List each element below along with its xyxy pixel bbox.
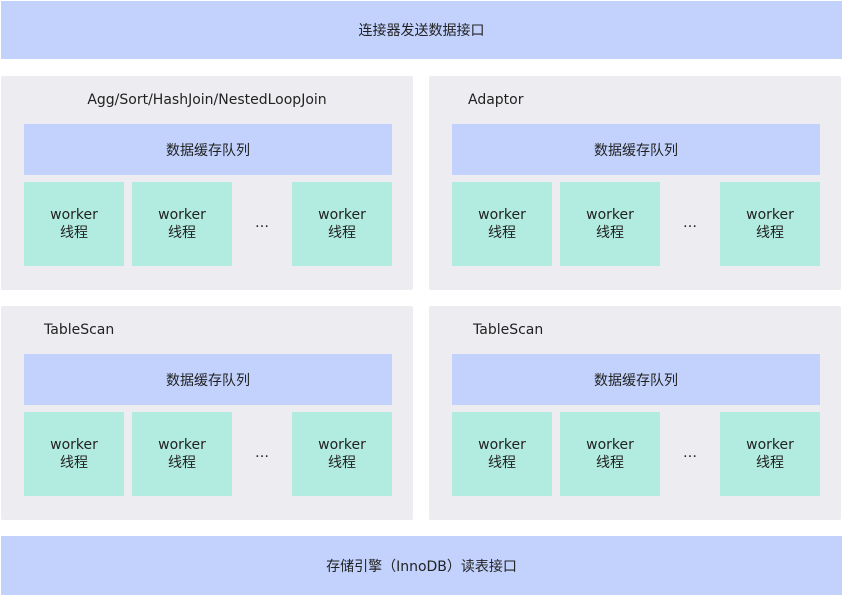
connector-send-interface-bar: 连接器发送数据接口 <box>1 1 842 59</box>
worker-label: worker <box>318 437 366 453</box>
thread-label: 线程 <box>596 225 624 241</box>
adaptor-panel: Adaptor 数据缓存队列 worker 线程 worker 线程 … wor… <box>429 76 841 290</box>
queue-label: 数据缓存队列 <box>594 372 678 389</box>
worker-label: worker <box>158 437 206 453</box>
queue-label: 数据缓存队列 <box>166 372 250 389</box>
worker-thread: worker 线程 <box>292 182 392 266</box>
queue-label: 数据缓存队列 <box>166 142 250 159</box>
worker-label: worker <box>50 207 98 223</box>
worker-thread: worker 线程 <box>560 182 660 266</box>
worker-thread: worker 线程 <box>720 412 820 496</box>
queue-label: 数据缓存队列 <box>594 142 678 159</box>
data-cache-queue: 数据缓存队列 <box>24 124 392 175</box>
worker-thread: worker 线程 <box>452 412 552 496</box>
thread-label: 线程 <box>488 225 516 241</box>
worker-label: worker <box>50 437 98 453</box>
panel-title: TableScan <box>44 322 115 338</box>
data-cache-queue: 数据缓存队列 <box>452 124 820 175</box>
worker-label: worker <box>478 207 526 223</box>
worker-label: worker <box>586 207 634 223</box>
thread-label: 线程 <box>168 225 196 241</box>
worker-thread: worker 线程 <box>24 412 124 496</box>
data-cache-queue: 数据缓存队列 <box>452 354 820 405</box>
worker-label: worker <box>478 437 526 453</box>
ellipsis: … <box>255 215 269 231</box>
thread-label: 线程 <box>60 455 88 471</box>
ellipsis: … <box>683 215 697 231</box>
storage-engine-read-interface-bar: 存储引擎（InnoDB）读表接口 <box>1 536 842 595</box>
worker-thread: worker 线程 <box>292 412 392 496</box>
ellipsis: … <box>683 445 697 461</box>
storage-engine-read-interface-label: 存储引擎（InnoDB）读表接口 <box>326 558 517 575</box>
operator-panel: Agg/Sort/HashJoin/NestedLoopJoin 数据缓存队列 … <box>1 76 413 290</box>
ellipsis: … <box>255 445 269 461</box>
worker-label: worker <box>746 207 794 223</box>
thread-label: 线程 <box>756 225 784 241</box>
connector-send-interface-label: 连接器发送数据接口 <box>358 23 485 39</box>
thread-label: 线程 <box>60 225 88 241</box>
worker-label: worker <box>586 437 634 453</box>
worker-thread: worker 线程 <box>132 412 232 496</box>
worker-label: worker <box>318 207 366 223</box>
worker-thread: worker 线程 <box>720 182 820 266</box>
tablescan-panel-right: TableScan 数据缓存队列 worker 线程 worker 线程 … w… <box>429 306 841 520</box>
thread-label: 线程 <box>596 455 624 471</box>
worker-thread: worker 线程 <box>132 182 232 266</box>
thread-label: 线程 <box>168 455 196 471</box>
thread-label: 线程 <box>328 455 356 471</box>
panel-title: TableScan <box>473 322 544 338</box>
thread-label: 线程 <box>488 455 516 471</box>
worker-thread: worker 线程 <box>452 182 552 266</box>
worker-thread: worker 线程 <box>24 182 124 266</box>
tablescan-panel-left: TableScan 数据缓存队列 worker 线程 worker 线程 … w… <box>1 306 413 520</box>
thread-label: 线程 <box>328 225 356 241</box>
data-cache-queue: 数据缓存队列 <box>24 354 392 405</box>
worker-label: worker <box>746 437 794 453</box>
panel-title: Agg/Sort/HashJoin/NestedLoopJoin <box>87 92 327 108</box>
worker-label: worker <box>158 207 206 223</box>
thread-label: 线程 <box>756 455 784 471</box>
panel-title: Adaptor <box>468 92 524 108</box>
worker-thread: worker 线程 <box>560 412 660 496</box>
